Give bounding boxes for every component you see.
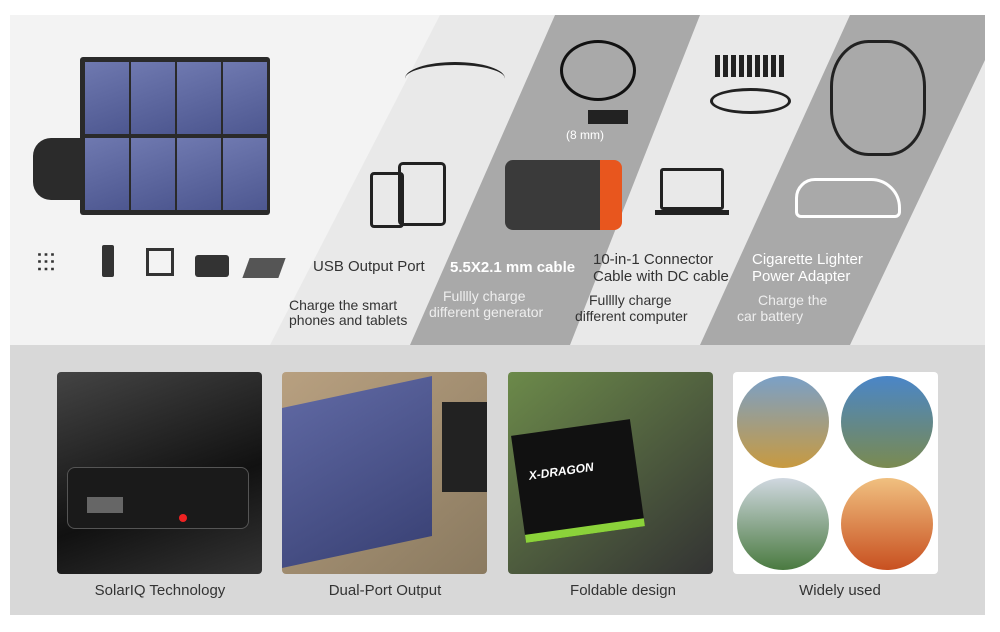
phone-icon: [370, 172, 404, 228]
junction-box: [33, 138, 83, 200]
caption-foldable: Foldable design: [570, 582, 676, 599]
feature-title-connector-2: Cable with DC cable: [593, 268, 729, 285]
usb-port: [87, 497, 123, 513]
hiking-photo-1: [737, 376, 829, 468]
tablet-icon: [398, 162, 446, 226]
feature-desc-dc-2: different generator: [429, 304, 544, 320]
feature-desc-usb-1: Charge the smart: [289, 297, 398, 313]
feature-desc-car-1: Charge the: [758, 292, 828, 308]
feature-title-usb: USB Output Port: [313, 258, 425, 275]
feature-desc-dc-1: Fulllly charge: [443, 288, 526, 304]
lake-photo: [737, 478, 829, 570]
feature-title-car-1: Cigarette Lighter: [752, 251, 863, 268]
usb-cables-icon: ⫶⫶⫶: [36, 248, 56, 278]
hiking-photo-2: [841, 376, 933, 468]
photo-foldable: X-DRAGON: [508, 372, 713, 574]
car-photo: [841, 478, 933, 570]
usb-cable-image: [405, 62, 505, 95]
power-station-image: [505, 160, 622, 230]
dc-adapter-image: [588, 110, 628, 124]
feature-desc-usb-2: phones and tablets: [289, 312, 408, 328]
photo-dual-port: [282, 372, 487, 574]
feature-title-dc: 5.5X2.1 mm cable: [450, 259, 576, 276]
laptop-photo: [442, 402, 487, 492]
connector-size-note: (8 mm): [566, 128, 604, 142]
laptop-icon: [660, 168, 724, 210]
caption-widely-used: Widely used: [799, 582, 881, 599]
car-charger-cable-image: [830, 40, 926, 156]
feature-title-car-2: Power Adapter: [752, 268, 851, 285]
feature-desc-connector-2: different computer: [575, 308, 688, 324]
caption-dual-port: Dual-Port Output: [328, 582, 442, 599]
solar-panel-photo: [282, 376, 432, 568]
feature-title-connector-1: 10-in-1 Connector: [593, 251, 714, 268]
chip-icon: [146, 248, 174, 276]
solar-panel-image: [80, 57, 270, 215]
feature-desc-connector-1: Fulllly charge: [589, 292, 672, 308]
brand-logo: X-DRAGON: [527, 459, 595, 483]
laptop-base: [655, 210, 729, 215]
connector-tips-image: [715, 55, 785, 77]
dc-cable-2-image: [710, 88, 791, 114]
solar-panel-icon: [242, 258, 286, 278]
led-indicator: [179, 514, 187, 522]
feature-desc-car-2: car battery: [737, 308, 804, 324]
car-icon: [795, 178, 901, 218]
photo-solariq: [57, 372, 262, 574]
photo-widely-used: [733, 372, 938, 574]
dc-cable-image: [560, 40, 636, 101]
battery-icon: [102, 245, 114, 277]
caption-solariq: SolarIQ Technology: [94, 582, 226, 599]
bag-icon: [195, 255, 229, 277]
folded-panel: X-DRAGON: [511, 419, 645, 543]
